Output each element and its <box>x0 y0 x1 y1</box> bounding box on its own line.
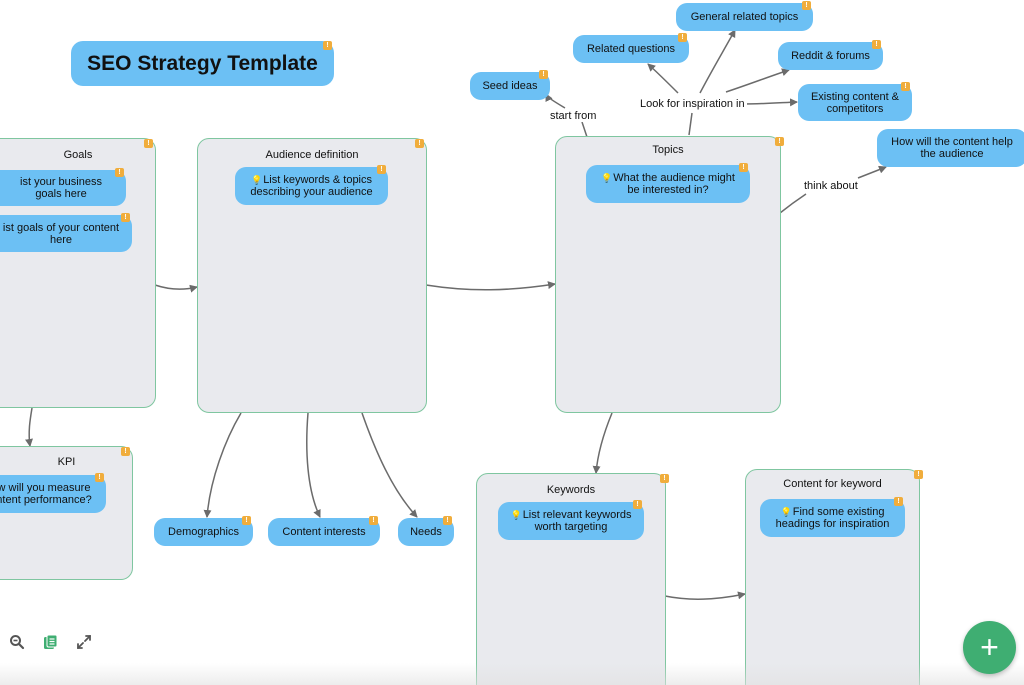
edge-lookfor-existing <box>741 98 798 107</box>
edge-startfrom-seed <box>545 93 566 109</box>
info-badge-icon[interactable]: ! <box>369 516 378 525</box>
audience-keywords-text: List keywords & topics describing your a… <box>250 174 373 198</box>
topics-interest-text: What the audience might be interested in… <box>613 172 735 196</box>
keywords-title: Keywords <box>546 484 596 496</box>
edge-audience-needs <box>361 412 418 518</box>
content-for-keyword-title: Content for keyword <box>783 478 882 490</box>
lightbulb-icon: 💡 <box>510 510 522 520</box>
goals-business-node[interactable]: ist your business goals here ! <box>0 168 126 206</box>
kpi-container[interactable]: KPI ! <box>0 446 133 580</box>
edge-lookfor-general <box>699 29 736 94</box>
demographics-node[interactable]: Demographics ! <box>154 516 253 546</box>
lightbulb-icon: 💡 <box>780 507 792 517</box>
edge-lookfor-reddit <box>725 68 790 93</box>
edge-lookfor-questions <box>647 63 679 94</box>
keywords-relevant-node[interactable]: 💡List relevant keywords worth targeting … <box>498 500 644 540</box>
edge-label-look-for: Look for inspiration in <box>638 98 747 110</box>
add-button[interactable]: + <box>963 621 1016 674</box>
info-badge-icon[interactable]: ! <box>377 165 386 174</box>
seed-ideas-text: Seed ideas <box>482 80 538 92</box>
content-help-text: How will the content help the audience <box>891 136 1013 160</box>
info-badge-icon[interactable]: ! <box>678 33 687 42</box>
audience-title: Audience definition <box>265 149 359 161</box>
info-badge-icon[interactable]: ! <box>242 516 251 525</box>
needs-text: Needs <box>410 526 442 538</box>
seed-ideas-node[interactable]: Seed ideas ! <box>470 70 550 100</box>
topics-interest-node[interactable]: 💡What the audience might be interested i… <box>586 163 750 203</box>
info-badge-icon[interactable]: ! <box>121 213 130 222</box>
info-badge-icon[interactable]: ! <box>144 139 153 148</box>
keywords-relevant-text: List relevant keywords worth targeting <box>522 509 632 533</box>
goals-title: Goals <box>63 149 93 161</box>
existing-content-text: Existing content & competitors <box>810 90 900 115</box>
edge-audience-demographics <box>203 412 242 518</box>
edge-goals-audience <box>154 284 198 293</box>
audience-keywords-node[interactable]: 💡List keywords & topics describing your … <box>235 165 388 205</box>
goals-content-node[interactable]: ist goals of your content here ! <box>0 213 132 252</box>
edge-audience-interests <box>306 412 321 518</box>
edge-topics-keywords <box>592 412 613 474</box>
demographics-text: Demographics <box>168 526 239 538</box>
info-badge-icon[interactable]: ! <box>894 497 903 506</box>
edge-topics-lookfor <box>688 112 693 136</box>
edge-thinkabout-help <box>857 165 887 179</box>
kpi-title: KPI <box>57 456 76 468</box>
info-badge-icon[interactable]: ! <box>633 500 642 509</box>
existing-content-node[interactable]: Existing content & competitors ! <box>798 82 912 121</box>
info-badge-icon[interactable]: ! <box>872 40 881 49</box>
info-badge-icon[interactable]: ! <box>802 1 811 10</box>
kpi-measure-text: w will you measure ntent performance? <box>0 482 92 506</box>
edge-audience-topics <box>425 281 556 291</box>
title-node[interactable]: SEO Strategy Template ! <box>71 41 334 86</box>
fullscreen-icon[interactable] <box>75 633 93 651</box>
bottom-shadow <box>0 663 1024 685</box>
info-badge-icon[interactable]: ! <box>443 516 452 525</box>
edge-label-start-from: start from <box>548 110 599 122</box>
content-interests-text: Content interests <box>282 526 366 538</box>
edge-topics-thinkabout <box>779 193 807 214</box>
info-badge-icon[interactable]: ! <box>121 447 130 456</box>
needs-node[interactable]: Needs ! <box>398 516 454 546</box>
reddit-forums-text: Reddit & forums <box>791 50 870 62</box>
edge-goals-kpi <box>25 407 33 447</box>
page-title: SEO Strategy Template <box>87 51 318 75</box>
kpi-measure-node[interactable]: w will you measure ntent performance? ! <box>0 473 106 513</box>
zoom-out-icon[interactable] <box>8 633 26 651</box>
info-badge-icon[interactable]: ! <box>415 139 424 148</box>
outline-icon[interactable] <box>42 633 60 651</box>
content-interests-node[interactable]: Content interests ! <box>268 516 380 546</box>
find-headings-text: Find some existing headings for inspirat… <box>775 506 890 530</box>
related-questions-node[interactable]: Related questions ! <box>573 33 689 63</box>
related-questions-text: Related questions <box>586 43 676 55</box>
edge-keywords-content <box>664 591 746 600</box>
edge-label-think-about: think about <box>802 180 860 192</box>
info-badge-icon[interactable]: ! <box>901 82 910 91</box>
general-related-topics-node[interactable]: General related topics ! <box>676 1 813 31</box>
info-badge-icon[interactable]: ! <box>539 70 548 79</box>
info-badge-icon[interactable]: ! <box>914 470 923 479</box>
general-related-topics-text: General related topics <box>690 11 799 23</box>
info-badge-icon[interactable]: ! <box>95 473 104 482</box>
info-badge-icon[interactable]: ! <box>323 41 332 50</box>
goals-business-text: ist your business goals here <box>20 176 102 200</box>
topics-title: Topics <box>652 144 684 156</box>
content-help-node[interactable]: How will the content help the audience <box>877 129 1024 167</box>
edge-topics-startfrom <box>581 121 588 138</box>
find-headings-node[interactable]: 💡Find some existing headings for inspira… <box>760 497 905 537</box>
info-badge-icon[interactable]: ! <box>660 474 669 483</box>
info-badge-icon[interactable]: ! <box>739 163 748 172</box>
reddit-forums-node[interactable]: Reddit & forums ! <box>778 40 883 70</box>
lightbulb-icon: 💡 <box>601 173 613 183</box>
lightbulb-icon: 💡 <box>250 175 263 185</box>
info-badge-icon[interactable]: ! <box>115 168 124 177</box>
goals-content-text: ist goals of your content here <box>2 221 120 246</box>
info-badge-icon[interactable]: ! <box>775 137 784 146</box>
